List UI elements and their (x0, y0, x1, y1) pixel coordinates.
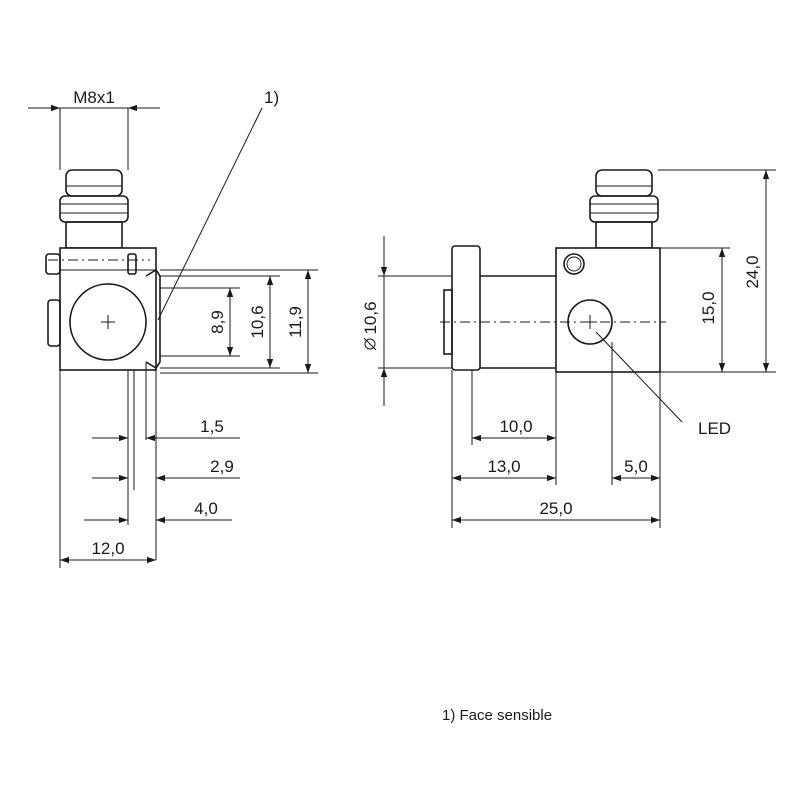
side-view: M8x1 1) 8,9 10,6 11,9 1,5 2,9 4,0 12,0 (28, 88, 318, 568)
dim-1-5: 1,5 (200, 417, 224, 436)
led-label: LED (698, 419, 731, 438)
dim-thread: M8x1 (73, 88, 115, 107)
dim-2-9: 2,9 (210, 457, 234, 476)
screw-head (563, 253, 585, 275)
diameter-label: 10,6 (361, 301, 380, 351)
dim-24-0: 24,0 (743, 255, 762, 288)
sensing-face-circle (69, 283, 147, 361)
connector-side (59, 169, 129, 249)
dim-11-9: 11,9 (286, 306, 305, 338)
dim-25-0: 25,0 (539, 499, 572, 518)
dim-4-0: 4,0 (194, 499, 218, 518)
dim-10-6-height: 10,6 (248, 305, 267, 338)
dim-5-0: 5,0 (624, 457, 648, 476)
callout-leader (157, 107, 263, 321)
dim-8-9: 8,9 (208, 310, 227, 334)
sensor-head (451, 245, 481, 371)
dim-diameter: 10,6 (361, 301, 380, 334)
dim-13-0: 13,0 (487, 457, 520, 476)
led-leader (595, 331, 683, 423)
callout-marker: 1) (264, 88, 279, 107)
dim-10-0: 10,0 (499, 417, 532, 436)
footnote: 1) Face sensible (442, 707, 552, 724)
housing-side (59, 247, 157, 371)
dim-12-0: 12,0 (91, 539, 124, 558)
dim-15-0: 15,0 (699, 291, 718, 324)
connector-front (589, 169, 659, 249)
front-view: 10,6 15,0 24,0 LED 10,0 13,0 5,0 25,0 (361, 169, 776, 528)
